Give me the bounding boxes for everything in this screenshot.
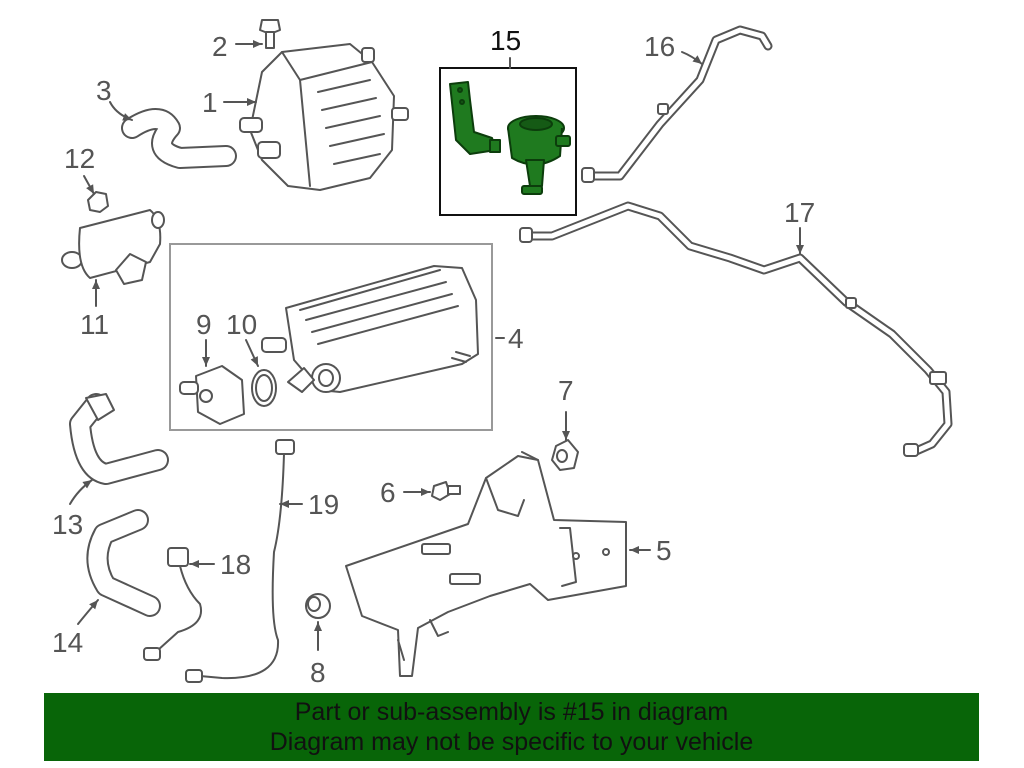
callout-3: 3 xyxy=(96,75,112,106)
leader-3 xyxy=(109,101,133,121)
leader-lines xyxy=(69,40,804,651)
callout-17: 17 xyxy=(784,197,815,228)
leader-12 xyxy=(83,175,95,195)
callout-12: 12 xyxy=(64,143,95,174)
leader-10 xyxy=(245,339,259,367)
banner-line-2: Diagram may not be specific to your vehi… xyxy=(269,728,754,756)
leader-13 xyxy=(69,479,93,505)
callout-4: 4 xyxy=(508,323,524,354)
part-15-purge-valve[interactable] xyxy=(449,81,571,195)
callout-13: 13 xyxy=(52,509,83,540)
callout-11: 11 xyxy=(80,309,109,340)
part-3-hose[interactable] xyxy=(121,108,237,169)
part-4-canister[interactable] xyxy=(261,265,479,393)
leader-14 xyxy=(77,599,99,625)
callout-10: 10 xyxy=(226,309,257,340)
part-15-frame xyxy=(439,67,577,216)
info-banner: Part or sub-assembly is #15 in diagram D… xyxy=(44,693,979,761)
callout-7: 7 xyxy=(558,375,574,406)
part-11-filter[interactable] xyxy=(61,209,165,285)
part-16-vapor-line[interactable] xyxy=(581,25,773,183)
part-10-oring[interactable] xyxy=(251,369,277,407)
callout-8: 8 xyxy=(310,657,326,688)
callout-5: 5 xyxy=(656,535,672,566)
part-13-hose[interactable] xyxy=(69,393,169,485)
part-17-vapor-line[interactable] xyxy=(519,201,953,457)
leader-16 xyxy=(681,51,703,65)
part-6-bolt[interactable] xyxy=(431,481,461,501)
part-1-canister[interactable] xyxy=(239,43,409,191)
callout-9: 9 xyxy=(196,309,212,340)
callout-15: 15 xyxy=(490,25,521,56)
part-4-frame xyxy=(169,243,493,431)
callout-1: 1 xyxy=(202,87,218,118)
part-7-clip[interactable] xyxy=(551,439,579,471)
part-19-sensor[interactable] xyxy=(185,439,295,683)
part-8-grommet[interactable] xyxy=(305,593,331,619)
part-14-hose[interactable] xyxy=(86,509,161,617)
callout-14: 14 xyxy=(52,627,83,658)
callout-16: 16 xyxy=(644,31,675,62)
banner-line-1: Part or sub-assembly is #15 in diagram xyxy=(294,698,729,726)
part-12-nut[interactable] xyxy=(87,191,109,213)
part-2-bolt[interactable] xyxy=(259,19,281,49)
part-18-sensor[interactable] xyxy=(143,547,202,661)
callout-19: 19 xyxy=(308,489,339,520)
part-5-bracket[interactable] xyxy=(345,451,627,677)
callout-2: 2 xyxy=(212,31,228,62)
callout-6: 6 xyxy=(380,477,396,508)
callout-18: 18 xyxy=(220,549,251,580)
callouts: 1 2 3 4 5 6 7 8 9 10 11 12 13 14 15 16 1… xyxy=(52,25,815,688)
part-9-valve[interactable] xyxy=(179,365,245,425)
